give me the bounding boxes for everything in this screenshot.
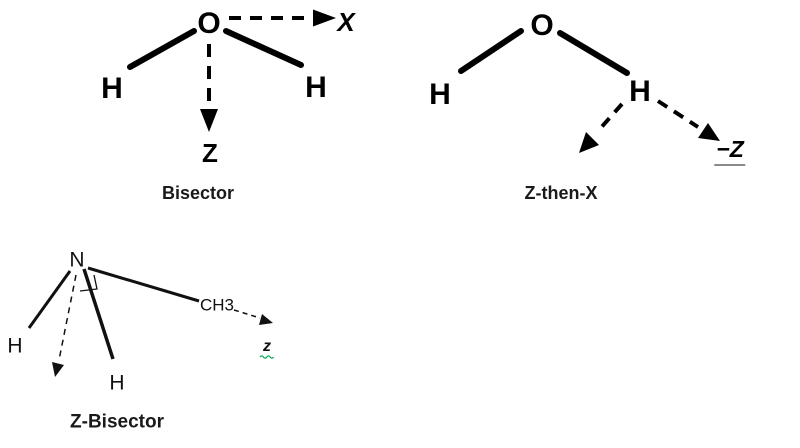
oh-bond-right [223, 28, 304, 68]
left-arrowhead-icon [579, 132, 599, 153]
z-then-x-diagram [458, 28, 720, 153]
methyl-group-label: CH3 [199, 295, 235, 315]
hydrogen-atom-label: H [429, 78, 451, 111]
hydrogen-atom-label: H [101, 72, 123, 105]
oh-bond-left [127, 28, 197, 70]
nh-bond-right [82, 268, 115, 360]
oxygen-atom-label: O [197, 7, 221, 40]
oh-bond-left [458, 28, 524, 74]
hydrogen-atom-label: H [7, 334, 23, 358]
hydrogen-atom-label: H [109, 371, 125, 395]
neg-z-arrowhead-icon [698, 123, 720, 141]
oh-bond-right [557, 30, 630, 76]
z-arrowhead-icon [259, 314, 273, 325]
z-dashed-arrow-line [233, 309, 261, 319]
z-axis-arrowhead-icon [200, 109, 218, 132]
z-axis-label: Z [202, 138, 218, 168]
neg-z-axis-label: −Z [714, 138, 746, 166]
left-dashed-arrow-line [596, 102, 624, 133]
oxygen-atom-label: O [530, 9, 554, 42]
z-grammar-squiggle [259, 355, 275, 359]
bisector-diagram [127, 9, 336, 132]
x-axis-label: X [337, 7, 355, 37]
n-ch3-bond [87, 266, 200, 303]
z-then-x-caption: Z-then-X [524, 183, 598, 203]
z-bisector-caption: Z-Bisector [70, 411, 164, 433]
x-axis-arrowhead-icon [313, 9, 336, 27]
z-axis-label: z [263, 338, 271, 355]
bisector-caption: Bisector [161, 183, 235, 203]
right-angle-marker [79, 274, 98, 292]
nitrogen-atom-label: N [69, 248, 85, 272]
z-bisector-diagram [27, 266, 275, 377]
hydrogen-atom-label: H [305, 71, 327, 104]
neg-z-dashed-arrow-line [656, 99, 700, 129]
bisector-dashed-arrow-line [58, 274, 77, 361]
bisector-arrowhead-icon [52, 362, 64, 377]
nh-bond-left [27, 270, 72, 329]
hydrogen-atom-label: H [629, 75, 651, 108]
